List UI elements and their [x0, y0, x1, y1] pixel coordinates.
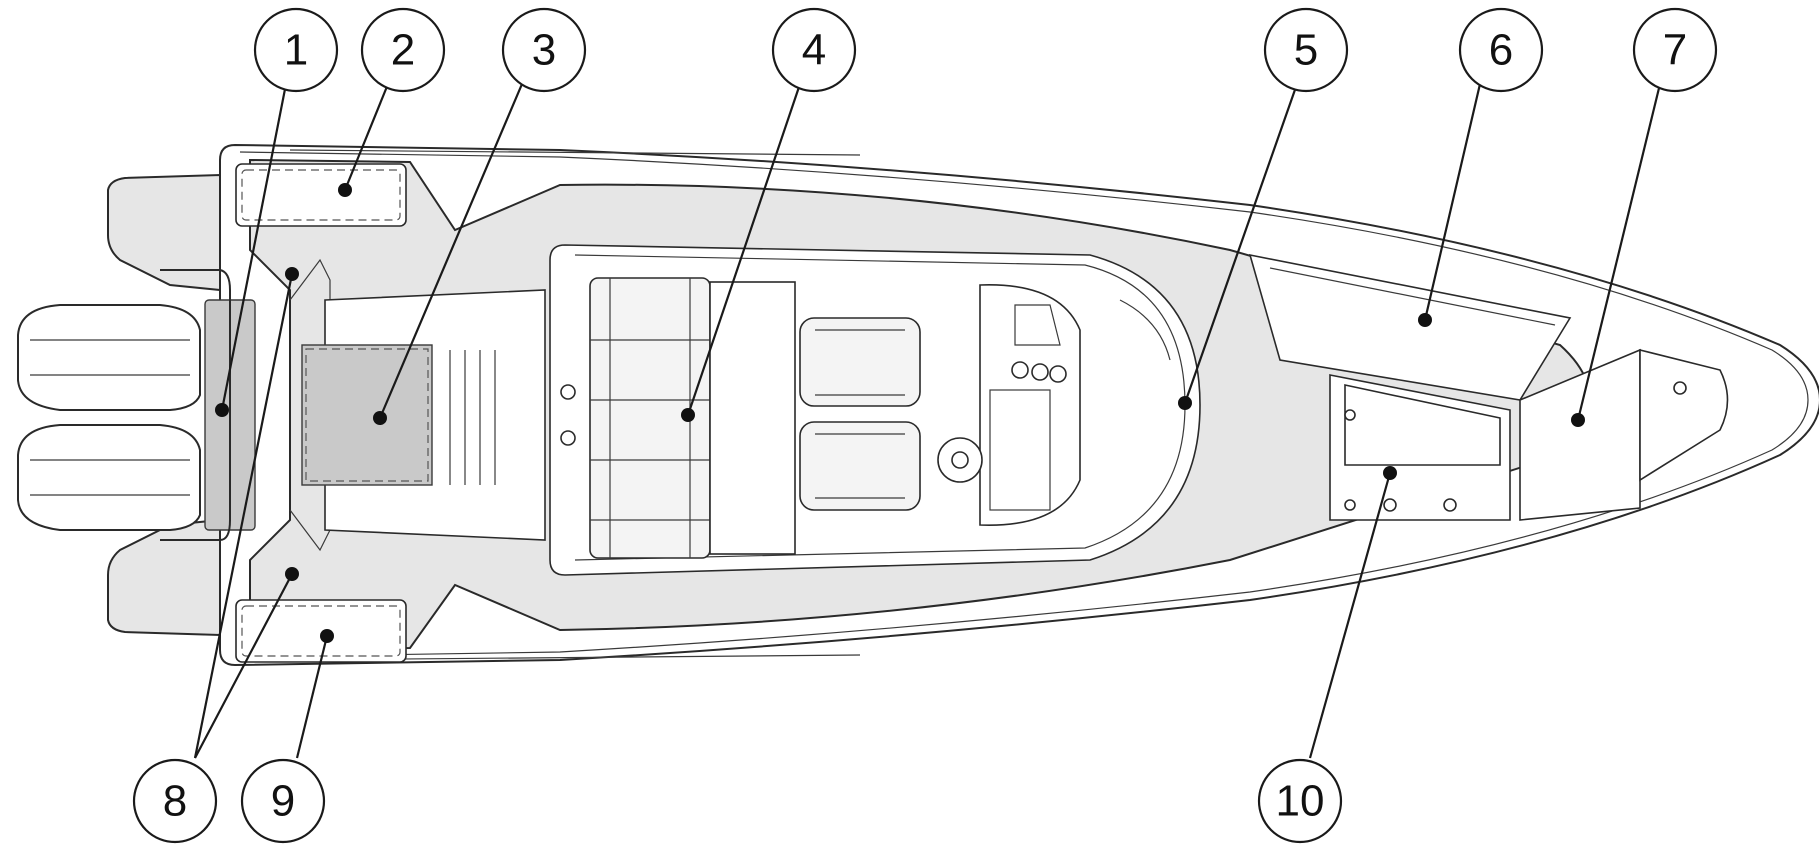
callout-8-label: 8: [163, 777, 187, 826]
leader-1: [220, 83, 288, 411]
leader-10: [1308, 472, 1392, 759]
leader-8a: [193, 273, 294, 759]
callout-3-label: 3: [532, 26, 556, 75]
callout-4-label: 4: [802, 26, 826, 75]
leader-4: [686, 83, 802, 416]
leader-5: [1183, 83, 1299, 404]
callout-8: 8: [132, 758, 218, 844]
callout-6-label: 6: [1489, 26, 1513, 75]
callout-7: 7: [1632, 7, 1718, 93]
callout-10: 10: [1257, 758, 1343, 844]
stern-storage-lockers: [235, 163, 407, 663]
callout-6: 6: [1458, 7, 1544, 93]
leader-8b: [194, 573, 293, 759]
leader-2: [343, 83, 390, 191]
callout-5: 5: [1263, 7, 1349, 93]
outboard-engine-icon: [17, 304, 201, 531]
transom-well: [160, 258, 331, 552]
helm-dashboard: [937, 284, 1171, 526]
leader-3: [378, 83, 524, 419]
aft-sunpad: [301, 289, 546, 541]
callout-1-label: 1: [284, 26, 308, 75]
callout-2-label: 2: [391, 26, 415, 75]
seat-icon: [560, 277, 921, 559]
callout-10-label: 10: [1276, 777, 1325, 826]
callout-7-label: 7: [1663, 26, 1687, 75]
callout-3: 3: [501, 7, 587, 93]
callout-2: 2: [360, 7, 446, 93]
callout-1: 1: [253, 7, 339, 93]
callout-9: 9: [240, 758, 326, 844]
callout-9-label: 9: [271, 777, 295, 826]
leader-lines: [193, 83, 1662, 759]
leader-dots: [215, 183, 1585, 643]
callout-5-label: 5: [1294, 26, 1318, 75]
callout-4: 4: [771, 7, 857, 93]
leader-6: [1423, 83, 1482, 321]
bow-area: [1248, 253, 1729, 521]
leader-9: [295, 635, 329, 759]
leader-7: [1576, 83, 1662, 421]
